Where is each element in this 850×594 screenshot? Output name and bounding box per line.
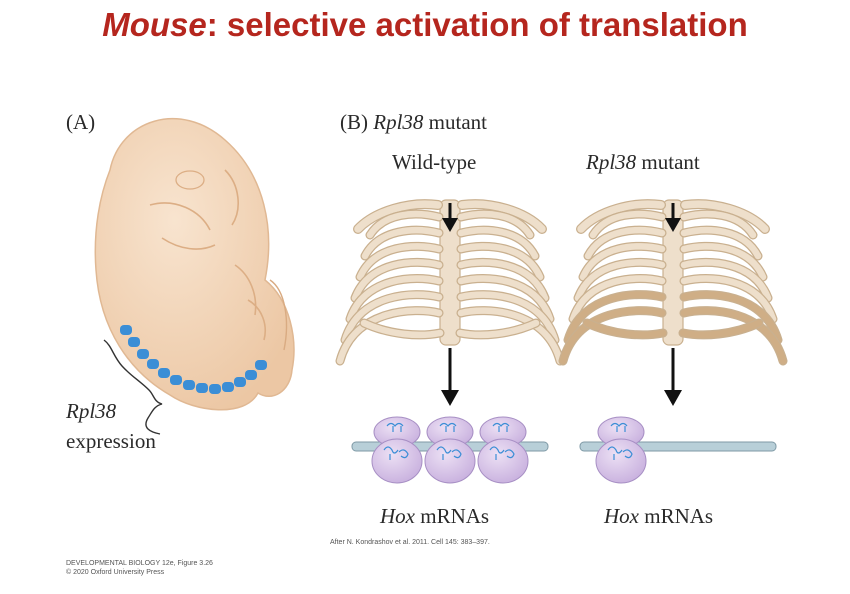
rpl38-expression-domain [120, 325, 267, 394]
rib [680, 307, 787, 365]
panel-a-label: (A) [66, 110, 96, 134]
mutant-ribosome-1 [595, 416, 647, 484]
panel-b-heading: (B) Rpl38 mutant [340, 110, 487, 135]
rib [341, 291, 443, 344]
expression-dot [255, 360, 267, 370]
mutant-label: Rpl38 mutant [586, 150, 700, 175]
rib [564, 291, 666, 344]
wild-type-label: Wild-type [392, 150, 477, 174]
slide-title: Mouse: selective activation of translati… [0, 6, 850, 44]
rib [680, 210, 757, 239]
rib [589, 210, 666, 239]
costal-margin [456, 319, 540, 339]
rib [579, 243, 666, 281]
mutant-down-arrow-top [665, 203, 681, 232]
title-rest: : selective activation of translation [206, 6, 748, 43]
rib [574, 259, 666, 302]
rib [336, 307, 443, 365]
credit-line-1: DEVELOPMENTAL BIOLOGY 12e, Figure 3.26 [66, 560, 213, 567]
title-organism: Mouse [102, 6, 207, 43]
rib [680, 291, 782, 344]
expression-dot [196, 383, 208, 393]
wt-down-arrow-top [442, 203, 458, 232]
expression-dot [209, 384, 221, 394]
rib [680, 259, 772, 302]
expression-dot [170, 375, 182, 385]
wt-ribosome-3 [477, 416, 529, 484]
rib [457, 291, 559, 344]
mutant-hox-rest: mRNAs [644, 504, 714, 528]
rib [351, 259, 443, 302]
wt-ribosome-2 [424, 416, 476, 484]
rib [356, 243, 443, 281]
citation: After N. Kondrashov et al. 2011. Cell 14… [330, 539, 490, 546]
costal-margin [583, 319, 667, 339]
panel-b-gene: Rpl38 [373, 110, 424, 134]
credit-line-2: © 2020 Oxford University Press [66, 569, 165, 576]
wt-hox-gene: Hox [380, 504, 415, 528]
rib [680, 226, 762, 260]
wild-type-arrow [441, 348, 459, 406]
expression-dot [147, 359, 159, 369]
rib [361, 226, 443, 260]
rib [584, 226, 666, 260]
rib [559, 307, 666, 365]
wild-type-ribcage [335, 200, 565, 366]
expression-brace [103, 339, 163, 435]
mutant-hox-gene: Hox [604, 504, 639, 528]
expression-dot [137, 349, 149, 359]
rib [346, 275, 443, 323]
mutant-label-rest: mutant [641, 150, 700, 174]
costal-margin [679, 319, 763, 339]
rib [457, 210, 534, 239]
rib [680, 243, 767, 281]
rib [457, 226, 539, 260]
rib [457, 307, 564, 365]
expression-dot [183, 380, 195, 390]
wt-hox-label: Hox mRNAs [380, 504, 489, 529]
mutant-arrow [664, 348, 682, 406]
rpl38-expression-label: expression [66, 429, 156, 453]
mutant-gene: Rpl38 [586, 150, 637, 174]
rib [569, 275, 666, 323]
expression-dot [222, 382, 234, 392]
mutant-hox-label: Hox mRNAs [604, 504, 713, 529]
rib [457, 243, 544, 281]
expression-dot [128, 337, 140, 347]
rib [366, 210, 443, 239]
expression-dot [245, 370, 257, 380]
embryo-illustration [94, 117, 295, 411]
expression-dot [234, 377, 246, 387]
mutant-ribcage [558, 200, 788, 366]
panel-b-heading-rest: mutant [428, 110, 487, 134]
expression-dot [120, 325, 132, 335]
expression-dot [158, 368, 170, 378]
wt-ribosome-1 [371, 416, 423, 484]
rib [457, 275, 554, 323]
rpl38-expression-gene: Rpl38 [66, 399, 117, 423]
rib [457, 259, 549, 302]
panel-b-label: (B) [340, 110, 368, 134]
costal-margin [360, 319, 444, 339]
wt-hox-rest: mRNAs [420, 504, 490, 528]
rib [680, 275, 777, 323]
